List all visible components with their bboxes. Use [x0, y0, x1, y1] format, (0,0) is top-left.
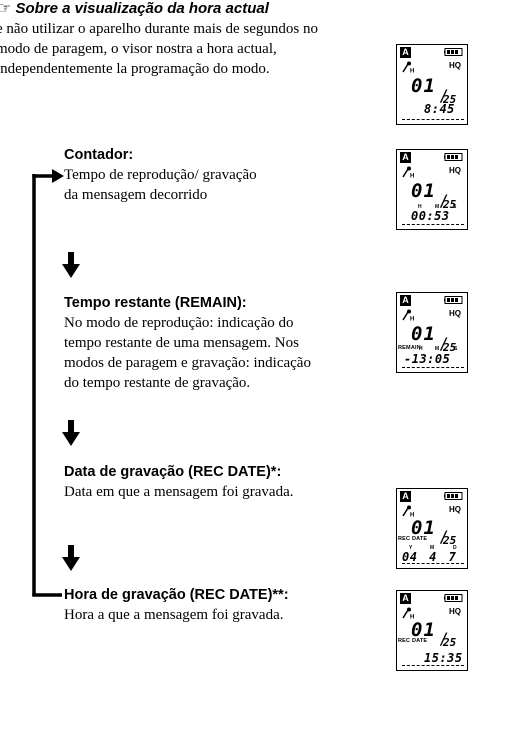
message-number: 01: [411, 517, 436, 539]
unit-day: D: [453, 545, 457, 551]
lcd-display-current-time: A H HQ 01 / 25 8:45: [396, 44, 468, 125]
intro-text: e não utilizar o aparelho durante mais d…: [0, 21, 318, 77]
message-number: 01: [411, 180, 436, 202]
svg-text:H: H: [410, 174, 414, 179]
display-underline: [402, 665, 464, 666]
message-number: 01: [411, 75, 436, 97]
display-underline: [402, 119, 464, 120]
counter-value: 8:45: [424, 102, 455, 116]
slash: /: [439, 86, 449, 105]
microphone-sensitivity-icon: H: [402, 166, 414, 179]
rec-date-value: 04 4 7: [402, 550, 457, 564]
message-number: 01: [411, 619, 436, 641]
item-title: Data de gravação (REC DATE)*:: [64, 464, 282, 480]
lcd-display-rec-date: A H HQ 01 / 25 REC DATE Y M D 04 4 7: [396, 488, 468, 569]
list-item-rec-time: Hora de gravação (REC DATE)**: Hora a qu…: [64, 585, 364, 625]
remaining-time-value: -13:05: [404, 352, 451, 366]
total-messages: 25: [443, 636, 457, 649]
slash: /: [439, 191, 449, 210]
folder-indicator: A: [400, 593, 411, 604]
svg-text:H: H: [410, 317, 414, 322]
battery-icon: [444, 594, 463, 602]
battery-icon: [444, 492, 463, 500]
total-messages: 25: [443, 93, 457, 106]
intro-title-text: Sobre a visualização da hora actual: [15, 0, 269, 17]
list-item-rec-date: Data de gravação (REC DATE)*: Data em qu…: [64, 462, 364, 502]
item-body: No modo de reprodução: indicação do temp…: [64, 315, 311, 391]
remain-indicator: REMAIN: [398, 345, 421, 351]
display-underline: [402, 563, 464, 564]
lcd-display-remain: A H HQ 01 / 25 REMAIN H M S -13:05: [396, 292, 468, 373]
slash: /: [439, 527, 449, 546]
item-body: Tempo de reprodução/ gravação da mensage…: [64, 167, 257, 203]
slash: /: [439, 629, 449, 648]
display-underline: [402, 367, 464, 368]
quality-label: HQ: [449, 61, 461, 70]
unit-hours: H: [418, 204, 422, 210]
quality-label: HQ: [449, 166, 461, 175]
counter-value: 00:53: [411, 209, 450, 223]
svg-text:H: H: [410, 513, 414, 518]
quality-label: HQ: [449, 505, 461, 514]
unit-month: M: [430, 545, 435, 551]
unit-minutes: M: [435, 346, 440, 352]
down-arrow-icon: [62, 545, 80, 571]
folder-indicator: A: [400, 152, 411, 163]
microphone-sensitivity-icon: H: [402, 505, 414, 518]
battery-icon: [444, 48, 463, 56]
quality-label: HQ: [449, 607, 461, 616]
rec-time-value: 15:35: [424, 651, 463, 665]
folder-indicator: A: [400, 295, 411, 306]
unit-minutes: M: [435, 204, 440, 210]
list-item-counter: Contador: Tempo de reprodução/ gravação …: [64, 145, 364, 205]
unit-seconds: S: [454, 346, 458, 352]
item-title: Hora de gravação (REC DATE)**:: [64, 587, 289, 603]
down-arrow-icon: [62, 420, 80, 446]
down-arrow-icon: [62, 252, 80, 278]
svg-text:H: H: [410, 69, 414, 74]
item-body: Hora a que a mensagem foi gravada.: [64, 607, 284, 623]
unit-seconds: S: [453, 204, 457, 210]
quality-label: HQ: [449, 309, 461, 318]
hand-pointing-icon: ☞: [0, 0, 12, 17]
lcd-display-rec-time: A H HQ 01 / 25 REC DATE 15:35: [396, 590, 468, 671]
slash: /: [439, 334, 449, 353]
folder-indicator: A: [400, 47, 411, 58]
list-item-remaining-time: Tempo restante (REMAIN): No modo de repr…: [64, 293, 364, 393]
display-underline: [402, 224, 464, 225]
battery-icon: [444, 296, 463, 304]
lcd-display-counter: A H HQ 01 / 25 H M S 00:53: [396, 149, 468, 230]
total-messages: 25: [443, 198, 457, 211]
microphone-sensitivity-icon: H: [402, 61, 414, 74]
intro-title: ☞Sobre a visualização da hora actual: [0, 0, 338, 19]
message-number: 01: [411, 323, 436, 345]
item-title: Tempo restante (REMAIN):: [64, 295, 247, 311]
battery-icon: [444, 153, 463, 161]
total-messages: 25: [443, 341, 457, 354]
microphone-sensitivity-icon: H: [402, 607, 414, 620]
unit-hours: H: [419, 346, 423, 352]
rec-date-indicator: REC DATE: [398, 536, 428, 542]
rec-date-indicator: REC DATE: [398, 638, 428, 644]
unit-year: Y: [409, 545, 413, 551]
microphone-sensitivity-icon: H: [402, 309, 414, 322]
folder-indicator: A: [400, 491, 411, 502]
item-title: Contador:: [64, 147, 134, 163]
total-messages: 25: [443, 534, 457, 547]
svg-text:H: H: [410, 615, 414, 620]
item-body: Data em que a mensagem foi gravada.: [64, 484, 294, 500]
